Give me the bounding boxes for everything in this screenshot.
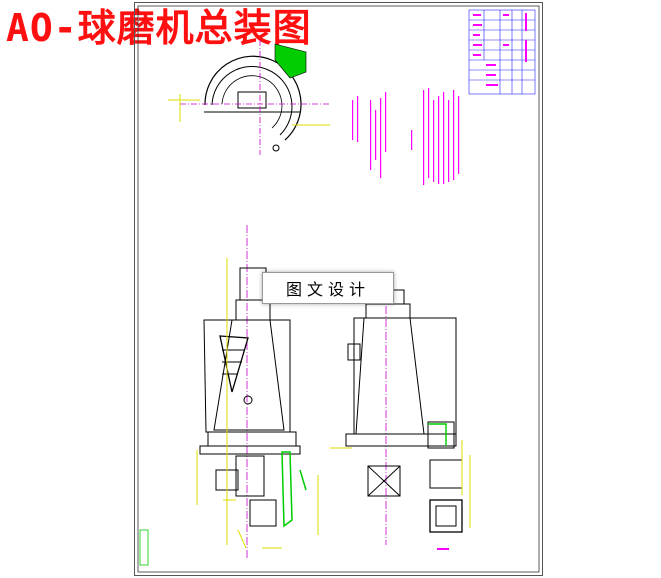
drawing-sheet-border [134,2,543,576]
top-view [168,40,330,155]
side-view-green [428,423,447,446]
revision-box [139,529,149,566]
side-view [345,289,463,533]
side-view-dimensions [330,440,471,528]
front-view-dimensions [196,258,319,549]
watermark-banner: 图文设计 [262,272,394,304]
front-view [199,267,301,527]
title-block-table [468,9,536,95]
inner-frame [137,5,540,573]
bottom-labels [437,548,449,550]
technical-notes [352,88,460,185]
title-block-text-marks [473,13,527,86]
watermark-text: 图文设计 [285,280,370,299]
front-view-green-motor [281,451,307,528]
